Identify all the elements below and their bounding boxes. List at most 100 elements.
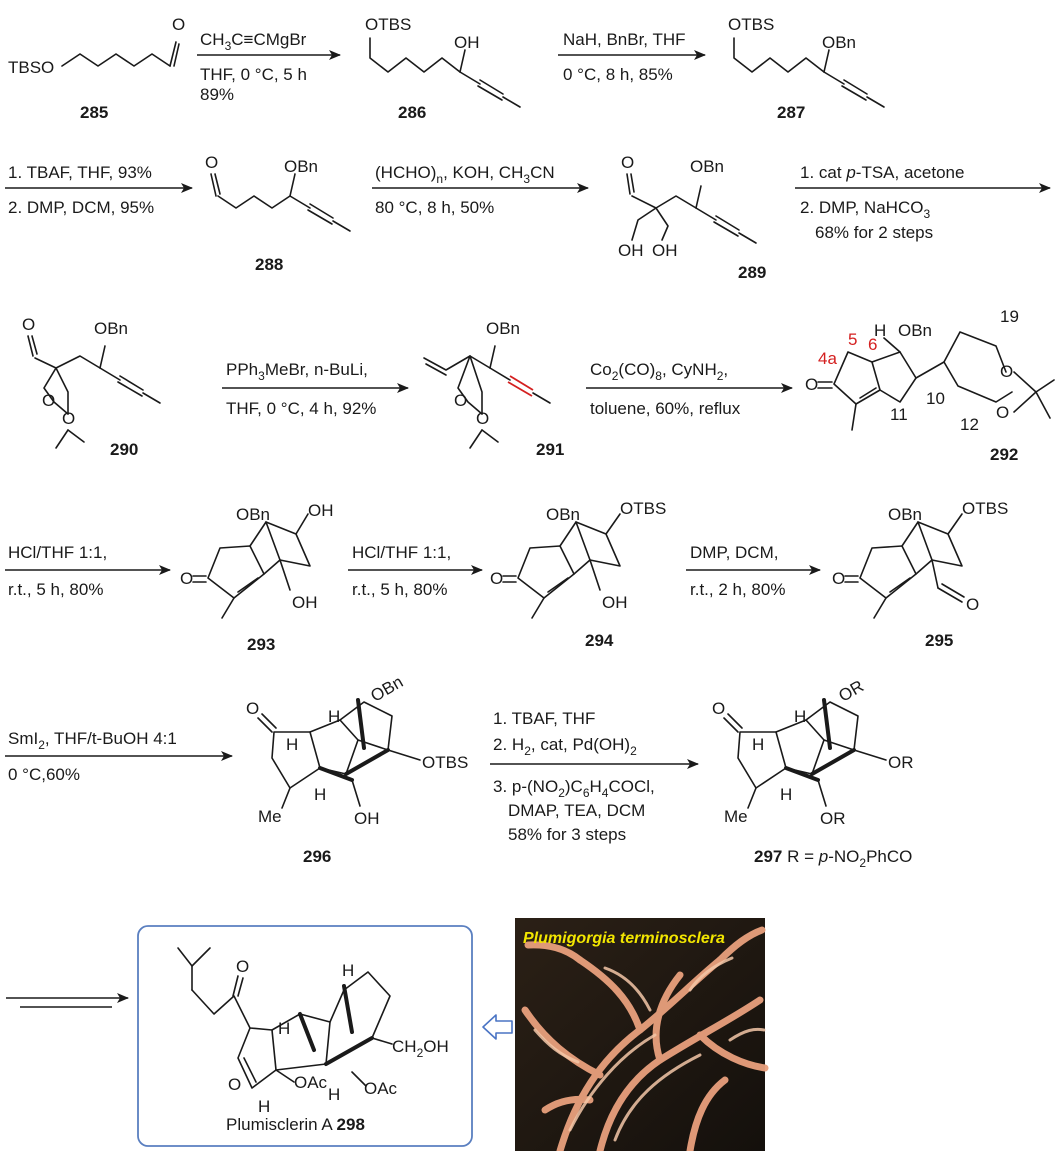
- step-1-conditions: CH3C≡CMgBr THF, 0 °C, 5 h 89%: [197, 30, 341, 104]
- product-frame: [137, 925, 473, 1147]
- atom-h: H: [286, 735, 298, 754]
- atom-or-rotated: OR: [835, 676, 867, 705]
- reagent-s8a: HCl/THF 1:1,: [8, 543, 107, 562]
- numbering-5: 5: [848, 330, 857, 349]
- label-293: 293: [247, 635, 275, 654]
- label-288: 288: [255, 255, 283, 274]
- atom-obn: OBn: [284, 157, 318, 176]
- atom-h: H: [314, 785, 326, 804]
- atom-h: H: [780, 785, 792, 804]
- atom-otbs: OTBS: [728, 15, 774, 34]
- label-286: 286: [398, 103, 426, 122]
- compound-288: O OBn 288: [205, 153, 351, 274]
- numbering-4a: 4a: [818, 349, 837, 368]
- atom-obn: OBn: [486, 319, 520, 338]
- numbering-10: 10: [926, 389, 945, 408]
- atom-o: O: [246, 699, 259, 718]
- compound-291: OBn O O 291: [423, 319, 564, 459]
- atom-o: O: [832, 569, 845, 588]
- product-name: Plumisclerin A 298: [226, 1115, 365, 1134]
- label-287: 287: [777, 103, 805, 122]
- atom-o: O: [42, 391, 55, 410]
- condition-s7b: toluene, 60%, reflux: [590, 399, 741, 418]
- reagent-s5b: 2. DMP, NaHCO3: [800, 198, 930, 221]
- step-4-conditions: (HCHO)n, KOH, CH3CN 80 °C, 8 h, 50%: [372, 163, 589, 217]
- atom-otbs: OTBS: [365, 15, 411, 34]
- reagent-s5a: 1. cat p-TSA, acetone: [800, 163, 964, 182]
- atom-o: O: [454, 391, 467, 410]
- atom-h: H: [328, 707, 340, 726]
- label-289: 289: [738, 263, 766, 282]
- atom-or: OR: [820, 809, 846, 828]
- label-291: 291: [536, 440, 564, 459]
- atom-otbs: OTBS: [962, 499, 1008, 518]
- open-arrow-icon: [482, 1014, 513, 1040]
- atom-oh: OH: [618, 241, 644, 260]
- yield-s1c: 89%: [200, 85, 234, 104]
- yield-s5c: 68% for 2 steps: [815, 223, 933, 242]
- label-295: 295: [925, 631, 953, 650]
- reagent-s11a: SmI2, THF/t-BuOH 4:1: [8, 729, 177, 752]
- compound-292: O H OBn O O 4a 5 6 10 11 12 19 292: [805, 307, 1055, 464]
- atom-o: O: [621, 153, 634, 172]
- step-12-conditions: 1. TBAF, THF 2. H2, cat, Pd(OH)2 3. p-(N…: [490, 709, 699, 844]
- photo-caption: Plumigorgia terminosclera: [523, 930, 725, 947]
- atom-h: H: [794, 707, 806, 726]
- atom-o: O: [180, 569, 193, 588]
- atom-obn: OBn: [94, 319, 128, 338]
- atom-otbs: OTBS: [620, 499, 666, 518]
- atom-h: H: [874, 321, 886, 340]
- numbering-6: 6: [868, 335, 877, 354]
- reagent-s3b: 2. DMP, DCM, 95%: [8, 198, 154, 217]
- label-292: 292: [990, 445, 1018, 464]
- atom-me: Me: [258, 807, 282, 826]
- condition-s10b: r.t., 2 h, 80%: [690, 580, 785, 599]
- label-285: 285: [80, 103, 108, 122]
- condition-s6b: THF, 0 °C, 4 h, 92%: [226, 399, 376, 418]
- atom-oh: OH: [652, 241, 678, 260]
- atom-obn: OBn: [898, 321, 932, 340]
- atom-obn: OBn: [236, 505, 270, 524]
- reagent-s2a: NaH, BnBr, THF: [563, 30, 686, 49]
- condition-s4b: 80 °C, 8 h, 50%: [375, 198, 494, 217]
- atom-obn-rotated: OBn: [367, 672, 406, 705]
- atom-o: O: [996, 403, 1009, 422]
- atom-h: H: [342, 961, 354, 980]
- condition-s1b: THF, 0 °C, 5 h: [200, 65, 307, 84]
- atom-obn: OBn: [822, 33, 856, 52]
- compound-296: O Me H H H OBn OTBS OH 296: [246, 672, 468, 866]
- compound-295: O OTBS OBn O 295: [832, 499, 1008, 650]
- atom-o: O: [966, 595, 979, 614]
- compound-285: TBSO O 285: [8, 15, 185, 122]
- legend-297: 297 R = p-NO2PhCO: [754, 847, 912, 870]
- reagent-s7a: Co2(CO)8, CyNH2,: [590, 360, 728, 383]
- atom-o: O: [1000, 362, 1013, 381]
- compound-298: O O H H H H OAc CH2OH OAc Plumisclerin A…: [177, 947, 449, 1134]
- step-5-conditions: 1. cat p-TSA, acetone 2. DMP, NaHCO3 68%…: [795, 163, 1051, 242]
- compound-297: O Me H H H OR OR OR 297 R = p-NO2PhCO: [712, 676, 914, 870]
- atom-o: O: [22, 315, 35, 334]
- step-6-conditions: PPh3MeBr, n-BuLi, THF, 0 °C, 4 h, 92%: [222, 360, 409, 418]
- condition-s11b: 0 °C,60%: [8, 765, 80, 784]
- atom-obn: OBn: [546, 505, 580, 524]
- atom-o: O: [805, 375, 818, 394]
- reagent-s9a: HCl/THF 1:1,: [352, 543, 451, 562]
- reagent-s3a: 1. TBAF, THF, 93%: [8, 163, 152, 182]
- step-9-conditions: HCl/THF 1:1, r.t., 5 h, 80%: [348, 543, 483, 599]
- numbering-12: 12: [960, 415, 979, 434]
- atom-oh: OH: [454, 33, 480, 52]
- label-290: 290: [110, 440, 138, 459]
- atom-oac: OAc: [294, 1073, 328, 1092]
- atom-h: H: [328, 1085, 340, 1104]
- yield-s12e: 58% for 3 steps: [508, 825, 626, 844]
- condition-s8b: r.t., 5 h, 80%: [8, 580, 103, 599]
- numbering-11: 11: [890, 405, 908, 424]
- label-296: 296: [303, 847, 331, 866]
- atom-oh: OH: [308, 501, 334, 520]
- atom-o: O: [172, 15, 185, 34]
- atom-tbso: TBSO: [8, 58, 54, 77]
- multistep-arrow: [6, 993, 129, 1008]
- atom-ch2oh: CH2OH: [392, 1037, 449, 1060]
- atom-h: H: [258, 1097, 270, 1116]
